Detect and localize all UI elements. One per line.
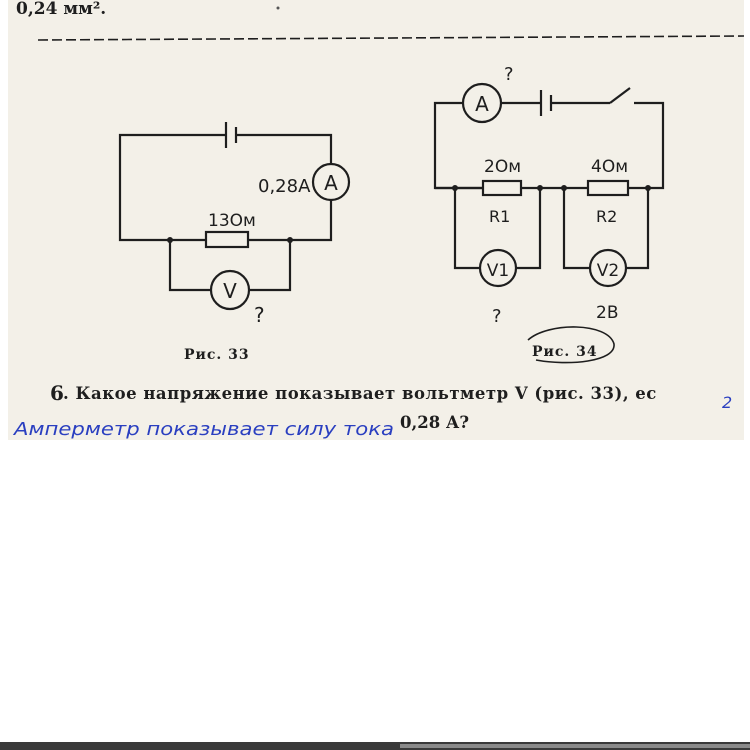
- fig33-right-wire: [290, 200, 333, 242]
- question-line-2: 0,28 А?: [400, 413, 469, 432]
- fig34-r2-value: 4Ом: [591, 157, 628, 177]
- question-number: 6: [50, 381, 64, 405]
- fig33-resistor-label: 13Ом: [208, 211, 256, 231]
- top-text: 0,24 мм².: [16, 0, 106, 19]
- fig34-v1-right-wire: [516, 188, 542, 270]
- bottom-bar: [0, 742, 750, 750]
- fig34-caption-circle-icon: [527, 326, 615, 364]
- fig34-v1-symbol: V1: [487, 261, 509, 281]
- fig34-resistor-r1: [481, 179, 523, 197]
- fig34-r2-name: R2: [596, 207, 617, 226]
- speck: [276, 6, 280, 10]
- scanned-page: 0,24 мм². A 0,28A 13Ом V ? Рис. 33: [8, 0, 744, 440]
- fig33-voltmeter-symbol: V: [223, 279, 237, 303]
- handwritten-answer: Амперметр показывает силу тока: [13, 419, 394, 440]
- dashed-separator: [37, 35, 744, 41]
- question-block: 6 . Какое напряжение показывает вольтмет…: [13, 381, 732, 440]
- fig34-ammeter-unknown: ?: [504, 64, 514, 85]
- fig34-v2-left-wire: [562, 188, 590, 270]
- fig34-caption: Рис. 34: [532, 344, 598, 360]
- fig34-r1-value: 2Ом: [484, 157, 521, 177]
- fig33-voltmeter-right-wire: [249, 240, 292, 292]
- fig33-ammeter-reading: 0,28A: [258, 176, 311, 197]
- fig34-v2-right-wire: [626, 188, 650, 270]
- figure-34: A ? 2Ом R1 4Ом R2 V1 ? V2 2В Р: [433, 64, 665, 364]
- question-line-1: . Какое напряжение показывает вольтметр …: [63, 384, 657, 403]
- fig33-unknown-mark: ?: [254, 303, 265, 327]
- circuit-diagrams: 0,24 мм². A 0,28A 13Ом V ? Рис. 33: [13, 0, 744, 440]
- fig33-ammeter-symbol: A: [324, 171, 338, 195]
- fig34-switch-icon: [609, 87, 631, 104]
- fig34-v1-left-wire: [453, 188, 480, 270]
- fig33-voltmeter-left-wire: [168, 240, 211, 292]
- fig33-resistor: [204, 230, 250, 249]
- fig33-caption: Рис. 33: [184, 347, 250, 363]
- fig34-v2-reading: 2В: [596, 303, 618, 323]
- margin-mark: 2: [722, 393, 732, 412]
- bottom-bar-scroll-indicator: [400, 744, 750, 748]
- fig33-left-wire: [118, 133, 226, 242]
- fig34-v1-unknown: ?: [492, 306, 502, 327]
- fig34-v2-symbol: V2: [597, 261, 619, 281]
- fig34-right-wire: [628, 101, 665, 190]
- fig34-resistor-r2: [586, 179, 630, 197]
- fig34-r1-name: R1: [489, 207, 510, 226]
- fig34-ammeter-symbol: A: [475, 92, 489, 116]
- figure-33: A 0,28A 13Ом V ? Рис. 33: [118, 122, 351, 363]
- fig33-top-right-wire: [236, 133, 333, 164]
